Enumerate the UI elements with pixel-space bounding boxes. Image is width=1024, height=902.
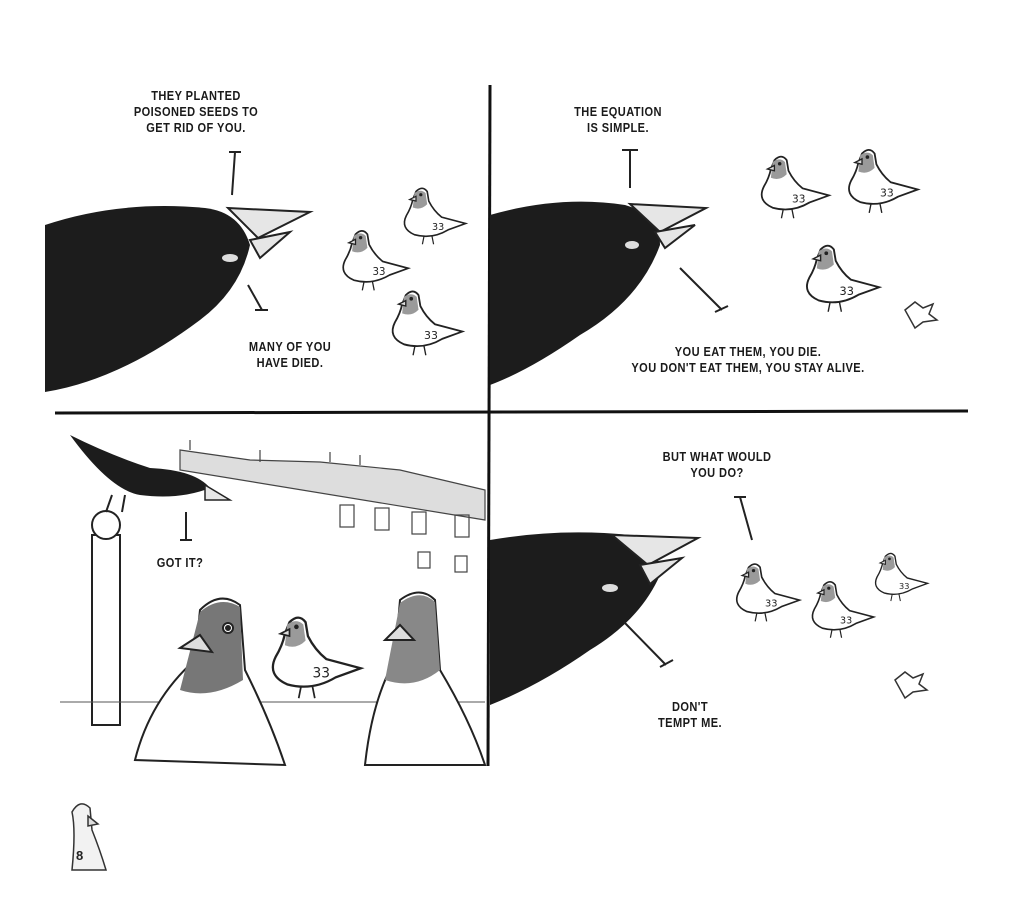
pigeon — [848, 148, 919, 214]
pigeon — [342, 229, 410, 292]
crow-head-panel-4 — [490, 532, 702, 705]
speech-caption: THE EQUATION IS SIMPLE. — [574, 104, 662, 135]
panel-divider-horizontal — [54, 409, 969, 415]
crow-on-post — [70, 435, 233, 513]
crow-head-panel-1 — [45, 206, 314, 392]
speech-caption: BUT WHAT WOULD YOU DO? — [662, 449, 772, 480]
page-number: 8 — [76, 848, 84, 863]
pigeon — [811, 580, 875, 639]
pigeon — [874, 552, 929, 602]
lamp-post — [60, 510, 485, 726]
pigeon — [760, 155, 830, 220]
pigeon — [271, 616, 363, 700]
pigeon — [735, 563, 801, 623]
speech-caption: GOT IT? — [156, 555, 204, 570]
speech-caption: THEY PLANTED POISONED SEEDS TO GET RID O… — [133, 88, 259, 135]
speech-caption: DON'T TEMPT ME. — [658, 699, 722, 730]
page-number-pigeon-icon — [71, 803, 108, 871]
panel-divider-vertical — [486, 84, 492, 767]
leaf-icon — [894, 671, 929, 700]
pigeon-close-up — [133, 597, 287, 767]
speech-caption: MANY OF YOU HAVE DIED. — [248, 339, 332, 370]
pigeon — [391, 290, 464, 357]
pigeon-close-up — [363, 591, 487, 766]
speech-caption: YOU EAT THEM, YOU DIE. YOU DON'T EAT THE… — [631, 344, 865, 375]
leaf-icon — [904, 301, 939, 330]
pigeon — [403, 187, 467, 246]
rooftops-background — [179, 440, 486, 573]
pigeon — [806, 244, 881, 313]
crow-head-panel-2 — [490, 201, 710, 385]
